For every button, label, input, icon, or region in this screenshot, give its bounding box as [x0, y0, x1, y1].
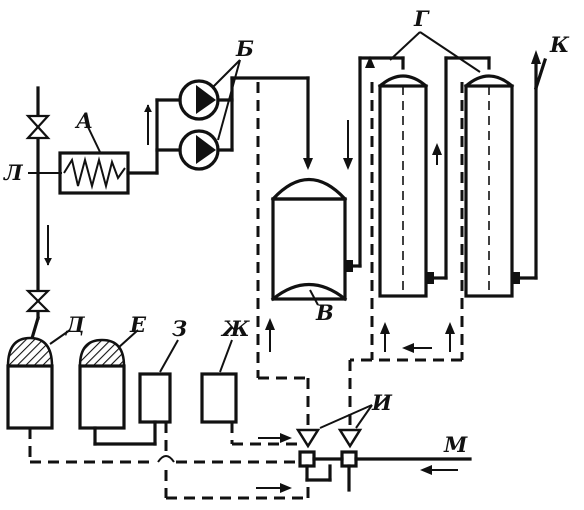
outlet-k-arrow-icon — [531, 50, 541, 90]
label-ejectors: И — [371, 390, 393, 415]
label-b-leaders — [211, 59, 241, 141]
inlet-m-arrow-icon — [420, 465, 458, 475]
label-tank-e: Е — [129, 312, 147, 337]
label-tank-z: З — [172, 316, 187, 341]
label-steam-line: Л — [3, 160, 24, 185]
column-vapour-lines — [351, 56, 548, 280]
vacuum-lines — [256, 82, 464, 428]
heater-a — [58, 151, 130, 195]
vacuum-flow-arrows — [265, 318, 455, 353]
bottom-valve-icon — [25, 289, 51, 313]
label-v-leader — [309, 289, 319, 306]
line-crossover — [157, 455, 175, 463]
column-right — [463, 74, 520, 298]
label-tank-d: Д — [65, 312, 86, 337]
label-outlet: К — [549, 32, 570, 57]
label-heater: А — [74, 108, 93, 133]
reactor-v — [270, 177, 353, 302]
pump-bottom — [178, 129, 220, 171]
reactor-feed-arrow-icon — [303, 158, 313, 170]
steam-line-l — [28, 98, 182, 175]
label-columns: Г — [413, 6, 430, 31]
tank-d — [6, 336, 54, 430]
label-i-leaders — [319, 404, 373, 429]
column-left — [377, 74, 434, 298]
top-valve-icon — [25, 114, 51, 140]
drain-flow-arrows — [256, 433, 292, 493]
drain-lines — [28, 420, 310, 500]
label-a-leader — [87, 126, 101, 153]
label-pumps: Б — [235, 36, 254, 61]
label-reactor: В — [315, 300, 334, 325]
tank-z — [138, 372, 172, 424]
column-flow-arrows — [343, 56, 442, 170]
tank-leaders — [49, 329, 233, 373]
tank-e — [78, 338, 126, 430]
motive-inlet-m — [305, 457, 472, 492]
label-tank-zh: Ж — [220, 316, 250, 341]
tank-zh — [200, 372, 238, 424]
label-g-leaders — [389, 31, 481, 73]
label-inlet: М — [443, 432, 468, 457]
